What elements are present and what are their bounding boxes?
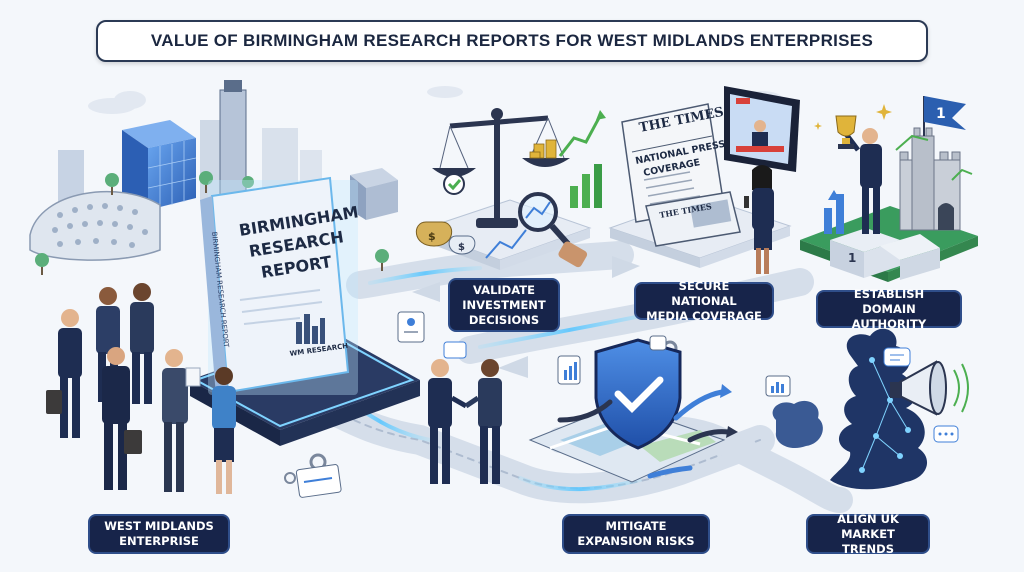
page-title: VALUE OF BIRMINGHAM RESEARCH REPORTS FOR…: [150, 31, 874, 50]
flag-number: 1: [936, 106, 946, 122]
reporter-person: [744, 165, 774, 274]
label-line: INVESTMENT: [462, 297, 546, 312]
handshake-people: [428, 359, 502, 484]
label-line: MITIGATE: [605, 519, 667, 533]
person: [130, 283, 154, 404]
label-align-uk-market-trends: ALIGN UK MARKET TRENDS: [806, 511, 930, 556]
svg-text:$: $: [458, 242, 465, 253]
megaphone-icon: [890, 360, 969, 416]
label-line: AUTHORITY: [851, 316, 927, 331]
curved-arrows-icon: [557, 389, 731, 479]
chat-bubble-icons: [649, 335, 959, 443]
business-team: [46, 283, 236, 494]
castle-icon: [899, 96, 966, 231]
label-line: ESTABLISH DOMAIN: [853, 286, 925, 316]
tv-screen-icon: [724, 86, 800, 186]
label-line: MARKET TRENDS: [841, 526, 895, 556]
shield-icon: [594, 338, 682, 450]
label-line: EXPANSION RISKS: [577, 534, 695, 548]
label-line: DECISIONS: [468, 312, 540, 327]
sparkle-icons: [814, 104, 892, 130]
label-line: SECURE NATIONAL: [671, 278, 737, 308]
balance-scale-icon: [432, 108, 570, 228]
label-line: ALIGN UK: [837, 511, 899, 526]
label-secure-national-media-coverage: SECURE NATIONAL MEDIA COVERAGE: [634, 278, 774, 323]
label-line: MEDIA COVERAGE: [646, 308, 762, 323]
label-establish-domain-authority: ESTABLISH DOMAIN AUTHORITY: [816, 286, 962, 331]
trophy-icon: [835, 115, 857, 149]
growth-arrows-icon: [824, 134, 973, 234]
podium-icon: [830, 228, 940, 280]
magnifier-icon: [518, 192, 588, 268]
newspaper-icon: [621, 103, 741, 247]
leader-person: [844, 128, 882, 234]
label-line: ENTERPRISE: [119, 534, 199, 548]
uk-map: [772, 328, 928, 490]
label-mitigate-expansion-risks: MITIGATE EXPANSION RISKS: [562, 514, 710, 554]
arrowheads: [720, 384, 738, 438]
title-banner: VALUE OF BIRMINGHAM RESEARCH REPORTS FOR…: [96, 20, 928, 62]
birmingham-skyline: [29, 80, 398, 275]
svg-text:$: $: [428, 230, 436, 243]
label-validate-investment-decisions: VALIDATE INVESTMENT DECISIONS: [448, 278, 560, 332]
podium-number: 1: [848, 251, 856, 265]
label-line: VALIDATE: [473, 282, 535, 297]
label-west-midlands-enterprise: WEST MIDLANDS ENTERPRISE: [88, 514, 230, 554]
label-line: WEST MIDLANDS: [104, 519, 214, 533]
growth-chart-icon: [485, 110, 606, 259]
person: [46, 309, 82, 438]
floating-ui-icons: [284, 311, 678, 498]
money-bag-icon: $ $: [416, 221, 476, 255]
person: [162, 349, 201, 492]
person: [102, 347, 142, 490]
report-book: [200, 176, 358, 396]
person: [212, 367, 236, 494]
